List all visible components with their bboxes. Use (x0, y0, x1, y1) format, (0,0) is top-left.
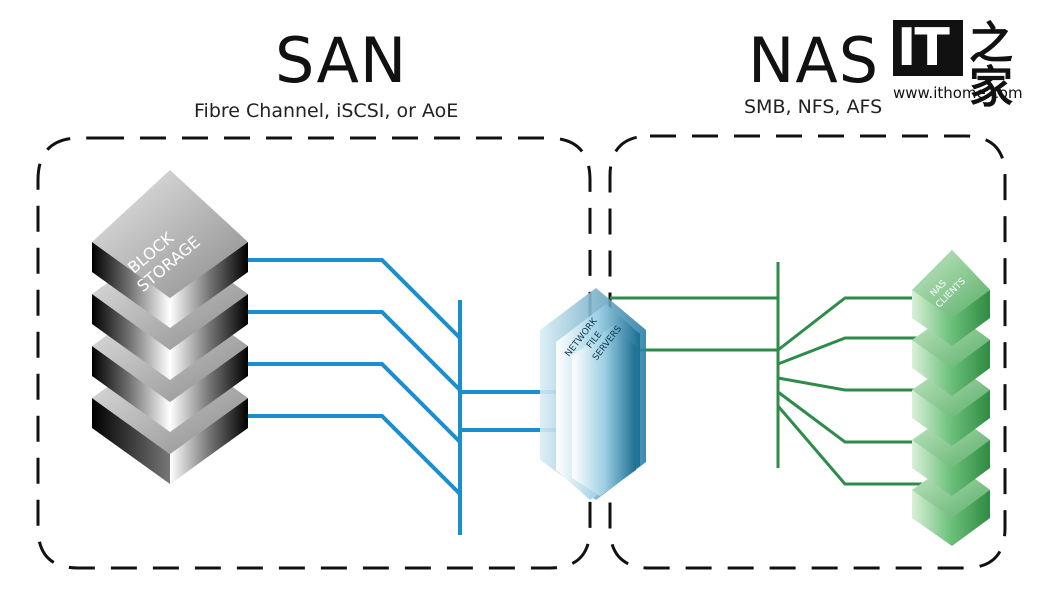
nas-client-link-3 (777, 376, 928, 392)
ithome-watermark: IT 之家 www.ithome.com (893, 14, 1033, 110)
nas-client-link-1 (777, 296, 928, 352)
nas-client-unit-1 (912, 250, 990, 346)
san-links (248, 258, 580, 535)
nas-client-link-4 (777, 390, 928, 444)
logo-cn-text: 之家 (969, 18, 1013, 113)
san-title: SAN (275, 24, 408, 97)
nas-subtitle: SMB, NFS, AFS (744, 96, 883, 118)
nas-links (610, 262, 928, 486)
block-storage-unit-1 (92, 170, 248, 328)
nas-client-link-5 (776, 405, 928, 486)
it-logo-icon: IT (893, 18, 963, 78)
block-storage-stack: BLOCK STORAGE (92, 170, 248, 484)
san-subtitle: Fibre Channel, iSCSI, or AoE (194, 100, 459, 122)
nas-boundary (608, 134, 1007, 570)
nas-clients-stack: NAS CLIENTS (912, 250, 990, 546)
it-logo-text: IT (897, 18, 950, 78)
san-link-2 (248, 310, 462, 392)
nas-client-link-2 (777, 336, 928, 366)
server-front (572, 326, 636, 496)
san-link-1 (248, 258, 462, 340)
network-file-servers: NETWORK FILE SERVERS (540, 288, 646, 500)
nas-title: NAS (748, 24, 880, 97)
watermark-url: www.ithome.com (893, 84, 1023, 102)
san-link-3 (248, 362, 462, 444)
san-link-4 (248, 414, 462, 496)
